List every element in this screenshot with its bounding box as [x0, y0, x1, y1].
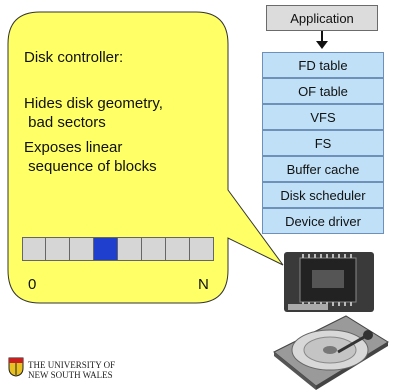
layer-box: FD table — [262, 52, 384, 78]
block-cell — [142, 237, 166, 261]
controller-chip-icon — [284, 252, 374, 312]
university-name-line-1: THE UNIVERSITY OF — [28, 360, 116, 370]
callout-line-4: sequence of blocks — [24, 158, 157, 175]
block-cell — [190, 237, 214, 261]
block-cell — [22, 237, 46, 261]
block-strip — [22, 237, 214, 261]
block-cell — [46, 237, 70, 261]
block-cell — [166, 237, 190, 261]
selected-block — [94, 237, 118, 261]
down-arrow — [316, 31, 328, 49]
layer-box: Device driver — [262, 208, 384, 234]
university-crest-icon — [8, 357, 24, 377]
layer-box: VFS — [262, 104, 384, 130]
layer-box: Buffer cache — [262, 156, 384, 182]
university-name: THE UNIVERSITY OF NEW SOUTH WALES — [28, 360, 115, 380]
callout-title: Disk controller: — [24, 49, 124, 66]
university-name-line-2: NEW SOUTH WALES — [28, 370, 113, 380]
block-end-label: N — [198, 276, 209, 293]
block-cell — [118, 237, 142, 261]
layer-box: FS — [262, 130, 384, 156]
callout-shape — [7, 11, 284, 304]
callout-line-1: Hides disk geometry, — [24, 95, 163, 112]
callout-line-3: Exposes linear — [24, 139, 123, 156]
layer-box: OF table — [262, 78, 384, 104]
block-start-label: 0 — [28, 276, 37, 293]
hard-disk-icon — [273, 315, 389, 390]
layer-box: Disk scheduler — [262, 182, 384, 208]
block-cell — [70, 237, 94, 261]
application-box: Application — [266, 5, 378, 31]
callout-line-2: bad sectors — [24, 114, 106, 131]
